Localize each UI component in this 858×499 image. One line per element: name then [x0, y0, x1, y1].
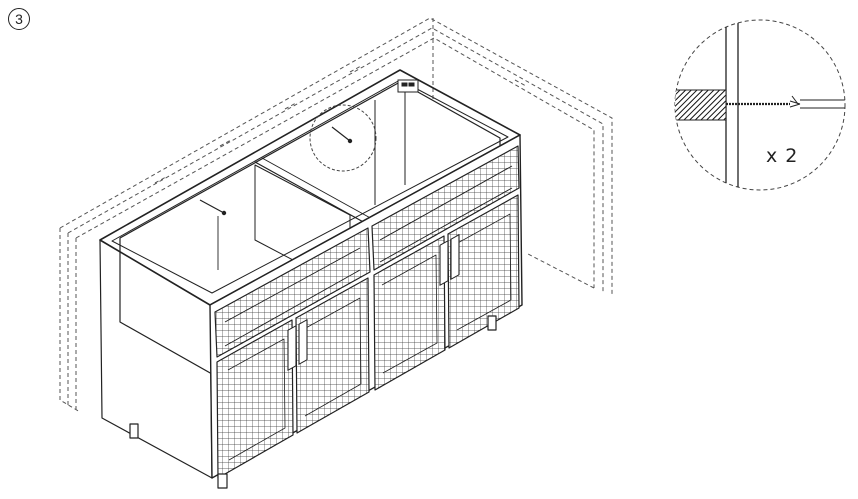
- cabinet-body: [99, 69, 523, 489]
- step-number-badge: 3: [8, 8, 30, 30]
- wall-screw-icon: [199, 126, 353, 270]
- detail-target-circle: [309, 104, 377, 172]
- quantity-label: x 2: [766, 145, 799, 167]
- wall-bracket: [397, 79, 419, 93]
- detail-magnifier: [674, 19, 846, 191]
- step-number: 3: [15, 11, 23, 27]
